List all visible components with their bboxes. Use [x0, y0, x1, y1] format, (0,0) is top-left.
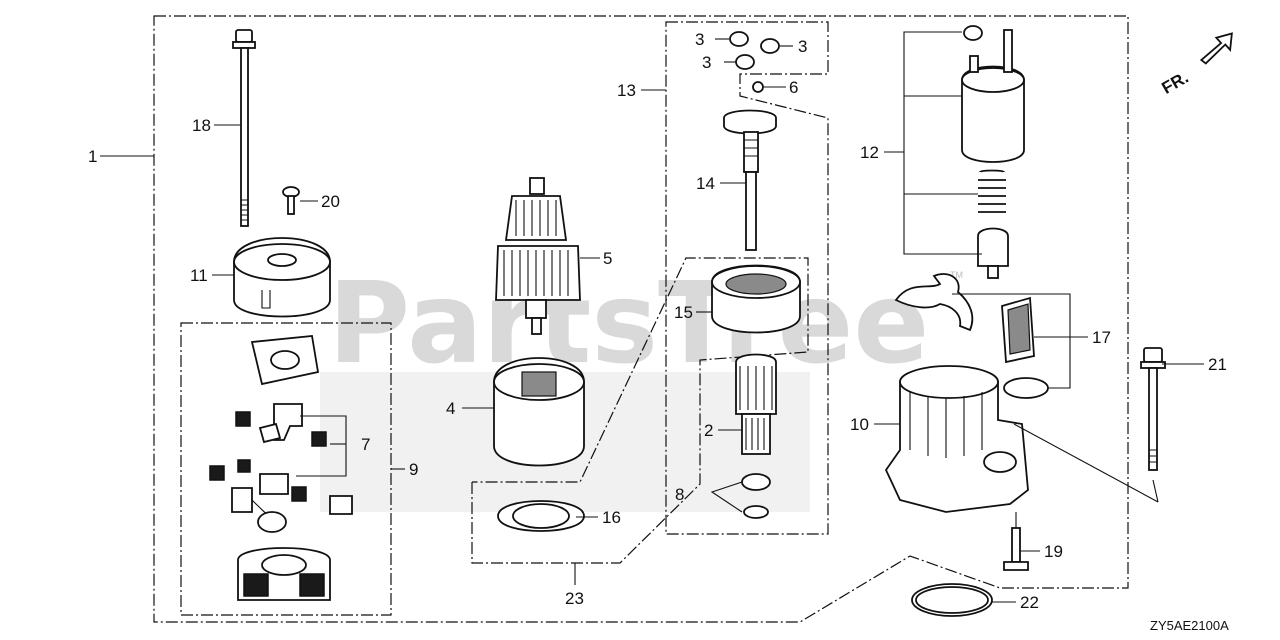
- part-19-bolt: [1003, 512, 1040, 571]
- group-23-frame: [471, 257, 809, 564]
- diagram-code: ZY5AE2100A: [1150, 618, 1229, 633]
- callout-17: 17: [1092, 328, 1111, 347]
- callout-19: 19: [1044, 542, 1063, 561]
- callout-11: 11: [190, 266, 208, 285]
- callout-21: 21: [1208, 355, 1227, 374]
- callout-18: 18: [192, 116, 211, 135]
- callout-8: 8: [675, 485, 684, 504]
- part-16-plate: [497, 500, 598, 532]
- callout-16: 16: [602, 508, 621, 527]
- callout-5: 5: [603, 249, 612, 268]
- callout-15: 15: [674, 303, 693, 322]
- callout-4: 4: [446, 399, 455, 418]
- part-4-yoke: [462, 357, 585, 467]
- part-6-ring: [752, 81, 786, 93]
- callout-14: 14: [696, 174, 715, 193]
- part-18-through-bolt: [214, 29, 256, 227]
- callout-3c: 3: [702, 53, 711, 72]
- callout-labels: 1 2 3 3 3 4 5 6 7 8 9 10 11 12 13 14 15 …: [88, 30, 1227, 612]
- callout-10: 10: [850, 415, 869, 434]
- part-21-bolt: [1140, 347, 1204, 503]
- part-3-nuts: [715, 31, 793, 70]
- part-14-shaft: [720, 109, 777, 251]
- callout-2: 2: [704, 421, 713, 440]
- callout-3b: 3: [798, 37, 807, 56]
- assembly-frame: [153, 15, 1129, 623]
- part-20-screw: [282, 186, 318, 215]
- part-9-brush-holder-group: [209, 335, 353, 601]
- callout-9: 9: [409, 460, 418, 479]
- part-17-lever-set: [894, 273, 1088, 399]
- part-2-pinion: [718, 353, 777, 455]
- part-15-internal-gear: [696, 264, 801, 334]
- callout-22: 22: [1020, 593, 1039, 612]
- part-10-front-housing: [874, 365, 1159, 513]
- part-5-armature: [495, 177, 600, 335]
- callout-13: 13: [617, 81, 636, 100]
- watermark-trademark: TM: [950, 270, 963, 280]
- callout-3a: 3: [695, 30, 704, 49]
- callout-1: 1: [88, 147, 97, 166]
- front-label: FR.: [1159, 68, 1192, 98]
- part-8-collar-clip: [710, 473, 771, 519]
- callout-7: 7: [361, 435, 370, 454]
- callout-20: 20: [321, 192, 340, 211]
- part-11-rear-cover: [212, 237, 331, 318]
- group-13-frame: [665, 21, 829, 535]
- callout-6: 6: [789, 78, 798, 97]
- front-direction-indicator: FR.: [1159, 32, 1233, 98]
- part-12-solenoid: [884, 25, 1025, 279]
- callout-23: 23: [565, 589, 584, 608]
- watermark-text: PartsTree: [328, 259, 929, 389]
- callout-12: 12: [860, 143, 879, 162]
- part-22-o-ring: [911, 583, 1016, 617]
